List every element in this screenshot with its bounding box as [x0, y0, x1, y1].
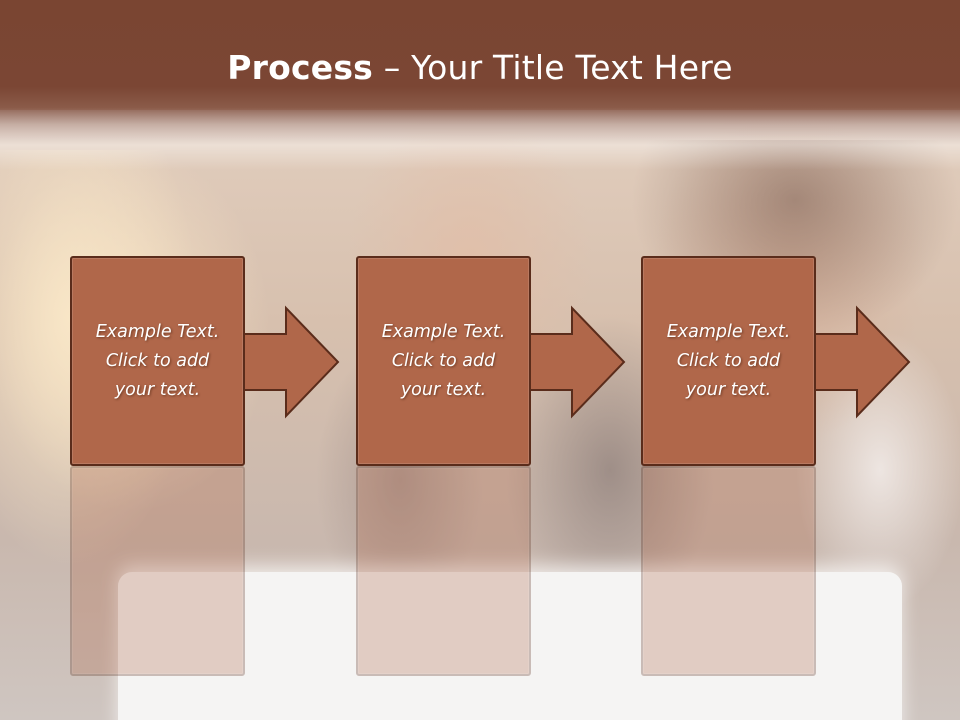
arrow-right-icon: [529, 305, 626, 419]
title-band: [0, 0, 960, 145]
step-1-text: Example Text. Click to add your text.: [95, 321, 220, 400]
arrow-right-icon: [243, 305, 340, 419]
step-3-text: Example Text. Click to add your text.: [666, 321, 791, 400]
background-laptop: [118, 572, 902, 720]
arrow-right-icon: [814, 305, 911, 419]
title-regular-text: – Your Title Text Here: [373, 48, 733, 87]
process-step-2[interactable]: Example Text. Click to add your text.: [356, 256, 531, 466]
step-2-text: Example Text. Click to add your text.: [381, 321, 506, 400]
slide-title[interactable]: Process – Your Title Text Here: [0, 48, 960, 88]
title-bold-text: Process: [227, 48, 374, 87]
process-step-1[interactable]: Example Text. Click to add your text.: [70, 256, 245, 466]
process-step-3[interactable]: Example Text. Click to add your text.: [641, 256, 816, 466]
